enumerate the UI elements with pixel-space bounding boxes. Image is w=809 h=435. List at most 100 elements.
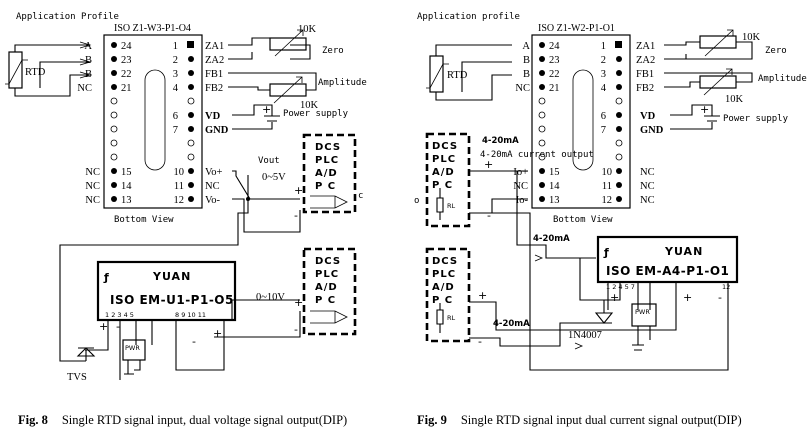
pin-name: NC (640, 195, 655, 206)
plus-sign: + (478, 289, 487, 302)
wire-io-module (516, 171, 596, 259)
pin-num: 4 (601, 83, 607, 94)
plus-sign: + (99, 320, 108, 333)
part-number: ISO Z1-W3-P1-O4 (114, 23, 191, 34)
pin-name: GND (205, 125, 229, 136)
amp-pot-wires (664, 72, 753, 88)
caption-number: Fig. 9 (417, 413, 447, 427)
pin-name: NC (205, 181, 220, 192)
pin-num: 1 (173, 41, 178, 52)
pwr-label: PWR (125, 344, 140, 352)
dcs-box-2 (302, 247, 357, 336)
rtd-sensor (8, 51, 23, 89)
pin-name: B (523, 55, 530, 66)
pin-name: FB1 (205, 69, 223, 80)
module-part: ISO EM-U1-P1-O5 (110, 293, 234, 307)
pin-name: VD (205, 111, 221, 122)
rtd-sensor (429, 55, 444, 93)
figure-caption: Fig. 9 Single RTD signal input dual curr… (417, 411, 742, 428)
minus-sign: - (478, 335, 482, 348)
amplitude-label: Amplitude (758, 74, 807, 84)
power-supply-label: Power supply (723, 114, 789, 124)
pin-num: 23 (549, 55, 560, 66)
zero-pot-wires (664, 41, 753, 60)
rtd-arrow (5, 59, 28, 85)
dcs-line: PLC (432, 269, 456, 280)
dcs-line: A/D (315, 168, 338, 179)
rtd-arrow (426, 63, 449, 89)
range-label-2: 0~10V (256, 292, 285, 303)
module-brand: YUAN (664, 245, 703, 258)
plus-sign: + (700, 103, 709, 116)
figure-caption: Fig. 8 Single RTD signal input, dual vol… (18, 411, 347, 428)
right-pins-bottom: 10 Vo+ 11 NC 12 Vo- (174, 167, 223, 206)
pin-num: 3 (173, 69, 178, 80)
pin-name: NC (77, 83, 92, 94)
pin-name: ZA1 (205, 41, 224, 52)
arrow (574, 342, 584, 350)
pin-num: 1 (601, 41, 606, 52)
stray-char: c (358, 191, 363, 201)
pin-name: GND (640, 125, 664, 136)
pin-num: 6 (601, 111, 606, 122)
plus-sign: + (294, 184, 303, 197)
pin-num: 7 (173, 125, 178, 136)
pin-name: Vo- (205, 195, 220, 206)
pin-name: ZA2 (205, 55, 224, 66)
pin-name: NC (515, 83, 530, 94)
tvs-diode (76, 347, 96, 361)
empty-pins (538, 97, 623, 161)
wire-rtd-b2 (39, 61, 90, 88)
pin-name: NC (85, 195, 100, 206)
pin-dot (188, 112, 194, 118)
pin-name: FB2 (636, 83, 654, 94)
left-pins-top: A 24 B 23 B 22 NC 21 (515, 41, 560, 94)
wire-rtd-a (435, 44, 512, 56)
plus-sign: + (610, 291, 619, 304)
plus-sign: + (294, 296, 303, 309)
sig-label-a: 4-20mA (533, 234, 570, 244)
wire-arrows (79, 41, 92, 79)
minus-sign: - (116, 320, 120, 333)
minus-sign: - (718, 291, 722, 304)
vout-label: Vout (258, 156, 280, 166)
pwr-battery (124, 360, 141, 375)
pin-num: 11 (174, 181, 184, 192)
zero-pot-value: 10K (742, 32, 761, 43)
dcs-line: DCS (432, 141, 458, 152)
battery-icon (264, 115, 280, 122)
current-wires-1 (469, 170, 528, 214)
amp-pot-value: 10K (300, 100, 319, 111)
caption-text: Single RTD signal input, dual voltage si… (62, 413, 347, 427)
rtd-label: RTD (25, 67, 46, 78)
zero-pot (269, 37, 307, 51)
pin-num: 13 (121, 195, 132, 206)
amp-pot-arrow (273, 76, 303, 104)
bottom-view-label: Bottom View (114, 215, 174, 225)
pin-name: NC (513, 181, 528, 192)
pin-num: 22 (121, 69, 132, 80)
pin-num: 4 (173, 83, 179, 94)
zero-pot-wires (228, 37, 311, 60)
dcs-line: PLC (315, 155, 339, 166)
figure-9: Application profile RTD ISO Z1-W2-P1-O1 … (414, 12, 807, 428)
diode-1n4007 (594, 312, 614, 324)
amp-pot-value: 10K (725, 94, 744, 105)
pin-name: B (85, 69, 92, 80)
minus-sign: - (294, 209, 298, 222)
wire-rtd-b (435, 74, 512, 101)
minus-sign: - (192, 335, 196, 348)
pin-num: 14 (121, 181, 132, 192)
vout-wires (232, 170, 301, 233)
pwr-block (631, 303, 657, 327)
pin-dot (111, 56, 117, 62)
sig-label-b: 4-20mA (493, 319, 530, 329)
pin-num: 14 (549, 181, 560, 192)
wire-rtd-b (14, 74, 90, 97)
pin-num: 15 (121, 167, 132, 178)
dcs-line: A/D (432, 282, 455, 293)
pin-name: VD (640, 111, 656, 122)
pin-name: B (85, 55, 92, 66)
figure-8: Application Profile RTD ISO Z1-W3-P1-O4 … (5, 12, 367, 428)
